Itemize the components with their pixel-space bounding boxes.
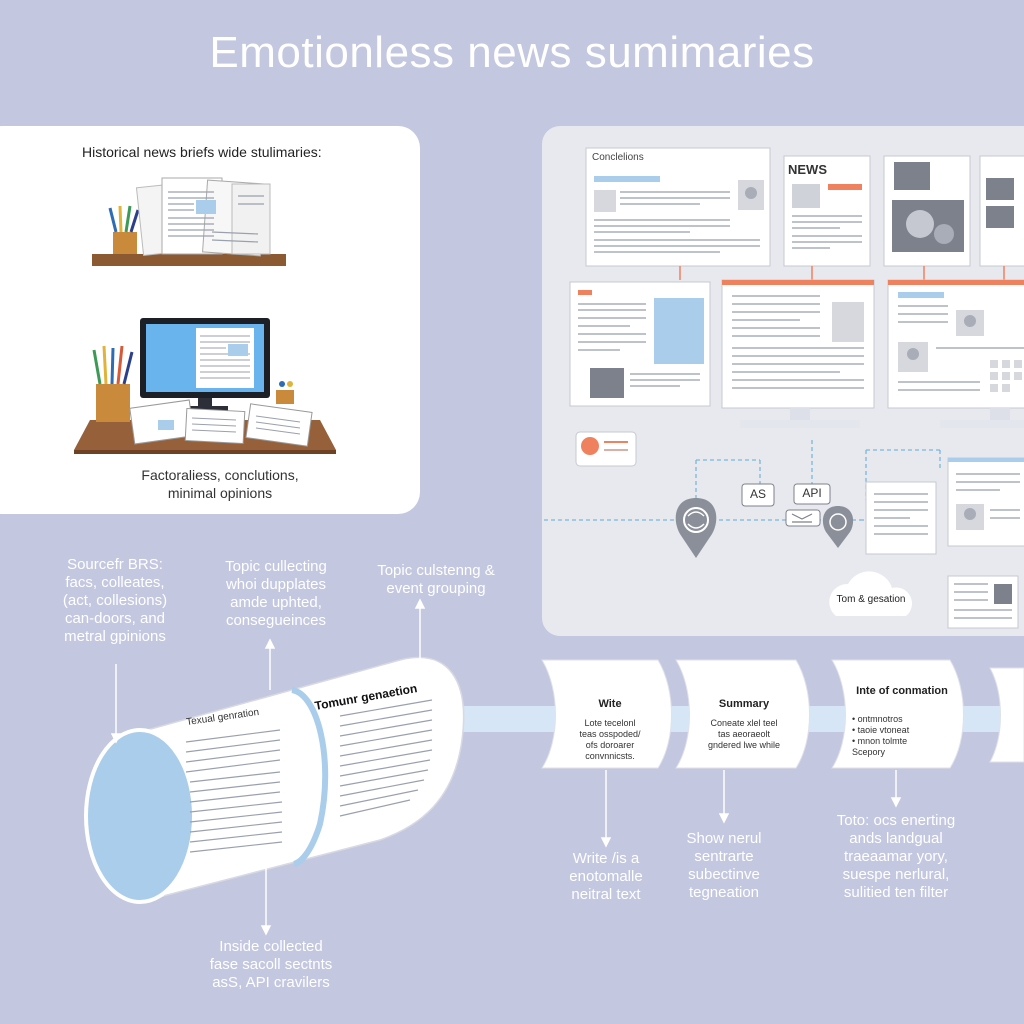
shelf-illustration (92, 177, 286, 266)
cloud-label: Tom & gesation (836, 594, 906, 605)
left-card-heading: Historical news briefs wide stulimaries: (82, 144, 322, 160)
stage-summary-body: Coneate xlel teel tas aeoraeolt gndered … (707, 718, 781, 750)
stage-conmation-body: • ontmnotros • taoie vtoneat • mnon tolm… (852, 714, 910, 757)
note-sources: Sourcefr BRS: facs, colleates, (act, col… (62, 556, 168, 645)
desk-illustration (74, 318, 336, 454)
page-title: Emotionless news sumimaries (209, 28, 815, 77)
stage-write-body: Lote tecelonl teas osspoded/ ofs doroare… (579, 718, 641, 761)
note-write-neutral: Write /is a enotomalle neitral text (569, 850, 643, 903)
api-pill-label: API (802, 486, 822, 500)
note-inside-collected: Inside collected fase sacoll sectnts asS… (209, 938, 333, 991)
pipeline-stages (541, 659, 1024, 769)
stage-conmation-label: Inte of conmation (856, 685, 948, 697)
news-document-grid (569, 147, 1024, 428)
stage-write-label: Wite (598, 698, 622, 710)
left-card-caption: Factoraliess, conclutions, minimal opini… (141, 467, 299, 501)
note-tone-filter: Toto: ocs enerting ands landgual traeaam… (836, 812, 956, 901)
doc-header-label: Conclelions (592, 152, 644, 163)
as-pill-label: AS (749, 487, 766, 501)
callout-arrows (110, 598, 902, 936)
note-topic-collecting: Topic cullecting whoi dupplates amde uph… (225, 558, 327, 629)
scroll-cylinder (84, 656, 465, 904)
stage-summary-label: Summary (718, 698, 770, 710)
note-show-neutral: Show nerul sentrarte subectinve tegneati… (686, 830, 762, 901)
ai-network-illustration (544, 431, 1024, 629)
note-topic-clustering: Topic culstenng & event grouping (377, 562, 495, 597)
news-label: NEWS (788, 162, 827, 177)
